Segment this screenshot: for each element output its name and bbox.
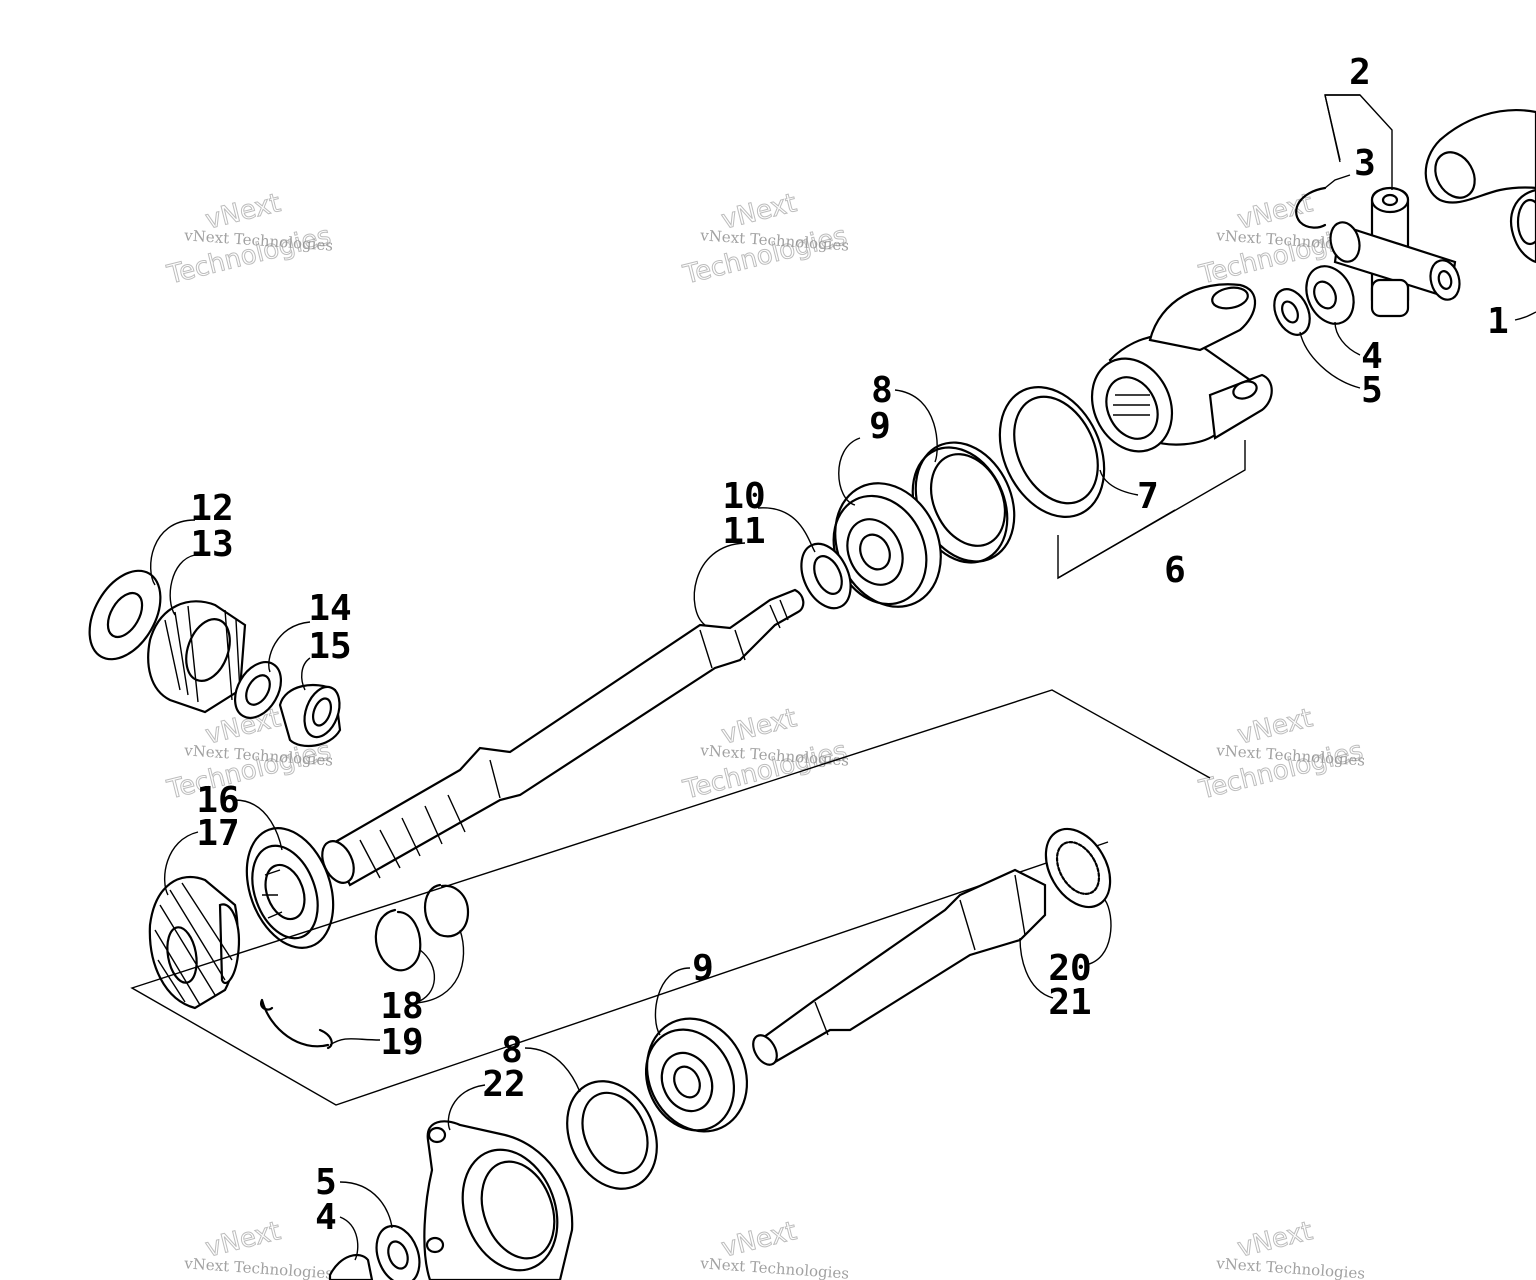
watermark-outline-1: vNext [719,188,800,235]
callout-10: 10 [722,476,765,517]
part-collar-15 [278,683,342,747]
callout-13: 13 [190,524,233,565]
part-drive-shaft-11 [321,588,805,887]
assembly-bracket-outline [130,689,1211,1106]
part-bevel-gear-13 [147,600,247,714]
part-washer-5-bottom [375,1224,421,1280]
watermark-bottom-left: vNext Technologies vNext [183,1216,334,1280]
watermark-mid-center: vNext Technologies vNext Technologies [679,703,850,807]
callout-21: 21 [1048,982,1091,1023]
part-housing-flange-22 [423,1120,574,1280]
part-bearing-cup-4-bottom [328,1253,374,1280]
callout-18: 18 [380,986,423,1027]
callout-5-bottom: 5 [315,1162,337,1203]
callout-9-top: 9 [869,406,891,447]
callout-1: 1 [1487,301,1509,342]
part-seal-ring-7 [998,386,1106,518]
callout-7: 7 [1137,476,1159,517]
callout-15: 15 [308,626,351,667]
part-bearing-cup-4-top [1305,265,1355,325]
part-washer-5-top [1273,288,1311,336]
part-ball-bearing-9-bottom [644,1017,749,1133]
callout-9-bottom: 9 [692,948,714,989]
part-output-shaft-21 [752,868,1047,1066]
callout-3: 3 [1354,143,1376,184]
callout-4-top: 4 [1361,336,1383,377]
part-seal-8-bottom [566,1080,658,1190]
watermark-top-center: vNext Technologies vNext Technologies [679,188,850,292]
part-output-yoke-6 [1090,283,1273,453]
part-washer-14 [233,661,283,719]
part-spacer-ring-10 [800,542,852,610]
part-yoke-1 [1424,109,1536,264]
watermark-text: vNext Technologies [1215,1254,1366,1280]
watermark-outline-1: vNext [1235,703,1316,750]
watermark-outline-1: vNext [203,188,284,235]
callout-22: 22 [482,1064,525,1105]
callout-8-bottom: 8 [501,1030,523,1071]
watermark-outline-1: vNext [1235,188,1316,235]
callout-20: 20 [1048,948,1091,989]
watermark-mid-right: vNext Technologies vNext Technologies [1195,703,1366,807]
part-snap-ring-3 [1295,186,1327,229]
watermark-outline-1: vNext [719,1216,800,1263]
watermark-text: vNext Technologies [699,1254,850,1280]
part-snap-rings-18 [374,883,470,972]
part-universal-cross-2 [1329,186,1461,318]
callout-12: 12 [190,488,233,529]
watermark-outline-1: vNext [719,703,800,750]
callout-8-top: 8 [871,370,893,411]
leader-lines [149,94,1536,1261]
part-ring-gear-17 [148,875,240,1010]
part-roller-bearing-16 [245,827,335,949]
callout-labels: 2 3 1 4 5 7 6 8 9 10 11 12 13 14 15 16 1… [190,52,1509,1238]
watermark-top-left: vNext Technologies vNext Technologies [163,188,334,292]
callout-11: 11 [722,511,765,552]
callout-2: 2 [1349,52,1371,93]
callout-5-top: 5 [1361,370,1383,411]
callout-17: 17 [196,813,239,854]
part-washer-12 [88,569,162,661]
part-c-clip-19 [260,998,333,1050]
watermark-bottom-center: vNext Technologies vNext [699,1216,850,1280]
callout-4-bottom: 4 [315,1197,337,1238]
callout-16: 16 [196,780,239,821]
watermark-outline-1: vNext [203,1216,284,1263]
callout-14: 14 [308,588,351,629]
watermark-bottom-right: vNext Technologies vNext [1215,1216,1366,1280]
part-splined-washer-20 [1044,827,1112,909]
callout-6: 6 [1164,550,1186,591]
watermark-text: vNext Technologies [183,1254,334,1280]
callout-19: 19 [380,1022,423,1063]
watermark-outline-1: vNext [1235,1216,1316,1263]
